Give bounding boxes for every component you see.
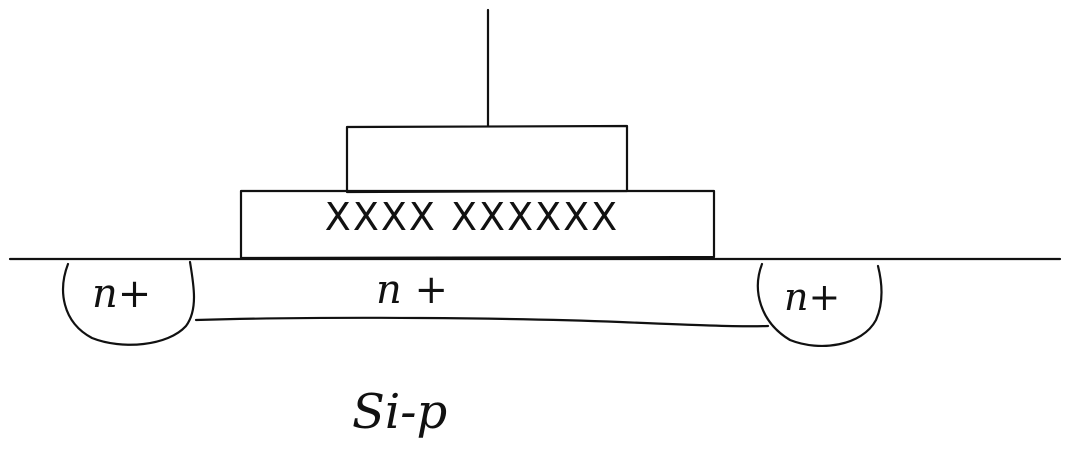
channel-label: n + (376, 267, 448, 313)
gate-electrode (345, 124, 629, 194)
gate-oxide-layer (239, 189, 716, 260)
drain-label: n+ (784, 275, 841, 319)
oxide-marks: XXXX XXXXXX (324, 195, 620, 239)
source-label: n+ (92, 271, 152, 317)
channel-boundary (194, 316, 770, 328)
source-region (62, 260, 196, 346)
drain-region (756, 262, 883, 347)
substrate-label: Si-p (352, 384, 448, 440)
